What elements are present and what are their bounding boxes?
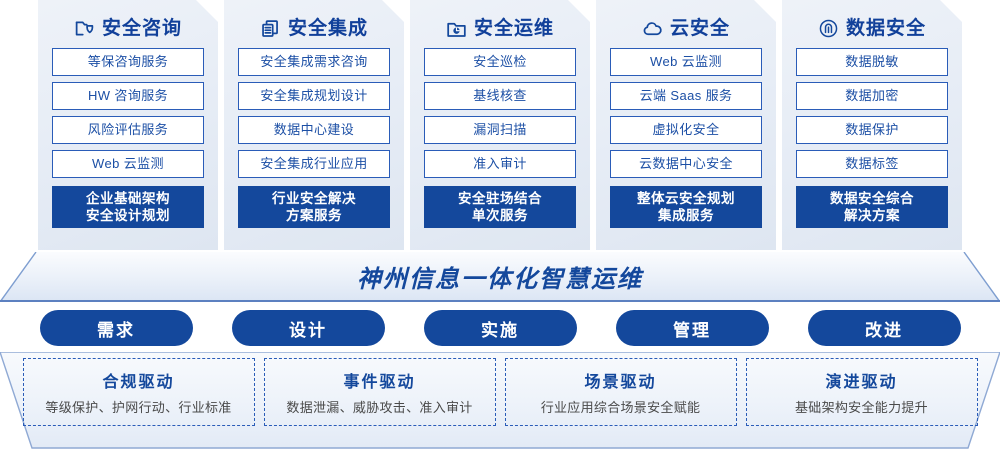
highlight-line: 企业基础架构 [86, 191, 170, 206]
highlight-line: 解决方案 [844, 208, 900, 223]
shield-folder-icon [74, 18, 95, 39]
driver-description: 等级保护、护网行动、行业标准 [45, 400, 232, 415]
capability-column-data-security[interactable]: 数据安全 数据脱敏 数据加密 数据保护 数据标签 数据安全综合 解决方案 [782, 0, 962, 250]
capability-item[interactable]: 等保咨询服务 [52, 48, 204, 76]
capability-item[interactable]: 虚拟化安全 [610, 116, 762, 144]
process-pill-implementation[interactable]: 实施 [423, 310, 577, 346]
drivers-panel: 合规驱动 等级保护、护网行动、行业标准 事件驱动 数据泄漏、威胁攻击、准入审计 … [0, 352, 1000, 458]
column-items: 等保咨询服务 HW 咨询服务 风险评估服务 Web 云监测 企业基础架构 安全设… [38, 48, 218, 228]
capability-item[interactable]: 准入审计 [424, 150, 576, 178]
banner-title: 神州信息一体化智慧运维 [357, 265, 643, 293]
capability-column-security-integration[interactable]: 安全集成 安全集成需求咨询 安全集成规划设计 数据中心建设 安全集成行业应用 行… [224, 0, 404, 250]
capability-item[interactable]: 漏洞扫描 [424, 116, 576, 144]
capability-columns: 安全咨询 等保咨询服务 HW 咨询服务 风险评估服务 Web 云监测 企业基础架… [0, 0, 1000, 252]
column-items: Web 云监测 云端 Saas 服务 虚拟化安全 云数据中心安全 整体云安全规划… [596, 48, 776, 228]
column-highlight-card[interactable]: 整体云安全规划 集成服务 [610, 186, 762, 228]
process-pills: 需求 设计 实施 管理 改进 [0, 310, 1000, 348]
capability-item[interactable]: 安全巡检 [424, 48, 576, 76]
process-pill-demand[interactable]: 需求 [39, 310, 193, 346]
driver-description: 基础架构安全能力提升 [794, 400, 928, 415]
highlight-line: 数据安全综合 [830, 191, 914, 206]
column-header: 云安全 [596, 8, 776, 48]
column-header: 数据安全 [782, 8, 962, 48]
capability-item[interactable]: 风险评估服务 [52, 116, 204, 144]
driver-title: 事件驱动 [343, 374, 416, 391]
process-pill-design[interactable]: 设计 [231, 310, 385, 346]
highlight-line: 方案服务 [286, 208, 342, 223]
column-header: 安全运维 [410, 8, 590, 48]
column-items: 安全巡检 基线核查 漏洞扫描 准入审计 安全驻场结合 单次服务 [410, 48, 590, 228]
column-title: 云安全 [669, 17, 730, 39]
column-title: 安全集成 [287, 17, 368, 39]
highlight-line: 整体云安全规划 [637, 191, 735, 206]
column-items: 数据脱敏 数据加密 数据保护 数据标签 数据安全综合 解决方案 [782, 48, 962, 228]
process-pill-improvement[interactable]: 改进 [807, 310, 961, 346]
driver-card-evolution[interactable]: 演进驱动 基础架构安全能力提升 [745, 358, 978, 426]
highlight-line: 行业安全解决 [272, 191, 356, 206]
highlight-line: 安全设计规划 [86, 208, 170, 223]
capability-item[interactable]: 数据中心建设 [238, 116, 390, 144]
capability-column-security-operations[interactable]: 安全运维 安全巡检 基线核查 漏洞扫描 准入审计 安全驻场结合 单次服务 [410, 0, 590, 250]
capability-item[interactable]: 数据脱敏 [796, 48, 948, 76]
column-highlight-card[interactable]: 企业基础架构 安全设计规划 [52, 186, 204, 228]
column-header: 安全集成 [224, 8, 404, 48]
process-pill-management[interactable]: 管理 [615, 310, 769, 346]
column-highlight-card[interactable]: 行业安全解决 方案服务 [238, 186, 390, 228]
driver-title: 合规驱动 [102, 374, 175, 391]
capability-item[interactable]: 安全集成需求咨询 [238, 48, 390, 76]
capability-item[interactable]: Web 云监测 [52, 150, 204, 178]
capability-item[interactable]: Web 云监测 [610, 48, 762, 76]
driver-card-scenario[interactable]: 场景驱动 行业应用综合场景安全赋能 [504, 358, 737, 426]
driver-description: 数据泄漏、威胁攻击、准入审计 [286, 400, 473, 415]
capability-item[interactable]: 云数据中心安全 [610, 150, 762, 178]
capability-item[interactable]: 数据标签 [796, 150, 948, 178]
folder-chart-icon [446, 18, 467, 39]
stacked-documents-icon [260, 18, 281, 39]
capability-item[interactable]: 数据保护 [796, 116, 948, 144]
column-header: 安全咨询 [38, 8, 218, 48]
capability-item[interactable]: 基线核查 [424, 82, 576, 110]
capability-column-cloud-security[interactable]: 云安全 Web 云监测 云端 Saas 服务 虚拟化安全 云数据中心安全 整体云… [596, 0, 776, 250]
fingerprint-icon [818, 18, 839, 39]
cloud-icon [642, 18, 663, 39]
driver-card-incident[interactable]: 事件驱动 数据泄漏、威胁攻击、准入审计 [263, 358, 496, 426]
drivers-list: 合规驱动 等级保护、护网行动、行业标准 事件驱动 数据泄漏、威胁攻击、准入审计 … [0, 358, 1000, 438]
driver-title: 场景驱动 [584, 374, 657, 391]
capability-item[interactable]: 安全集成行业应用 [238, 150, 390, 178]
highlight-line: 集成服务 [658, 208, 714, 223]
capability-item[interactable]: 安全集成规划设计 [238, 82, 390, 110]
highlight-line: 安全驻场结合 [458, 191, 542, 206]
driver-title: 演进驱动 [825, 374, 898, 391]
capability-column-security-consulting[interactable]: 安全咨询 等保咨询服务 HW 咨询服务 风险评估服务 Web 云监测 企业基础架… [38, 0, 218, 250]
driver-card-compliance[interactable]: 合规驱动 等级保护、护网行动、行业标准 [22, 358, 255, 426]
capability-item[interactable]: 数据加密 [796, 82, 948, 110]
banner-baseline [0, 300, 1000, 302]
highlight-line: 单次服务 [472, 208, 528, 223]
column-title: 安全咨询 [101, 17, 182, 39]
column-title: 安全运维 [473, 17, 554, 39]
capability-item[interactable]: HW 咨询服务 [52, 82, 204, 110]
column-items: 安全集成需求咨询 安全集成规划设计 数据中心建设 安全集成行业应用 行业安全解决… [224, 48, 404, 228]
driver-description: 行业应用综合场景安全赋能 [540, 400, 701, 415]
capability-item[interactable]: 云端 Saas 服务 [610, 82, 762, 110]
platform-banner: 神州信息一体化智慧运维 [0, 252, 1000, 304]
column-highlight-card[interactable]: 数据安全综合 解决方案 [796, 186, 948, 228]
column-highlight-card[interactable]: 安全驻场结合 单次服务 [424, 186, 576, 228]
column-title: 数据安全 [845, 17, 926, 39]
